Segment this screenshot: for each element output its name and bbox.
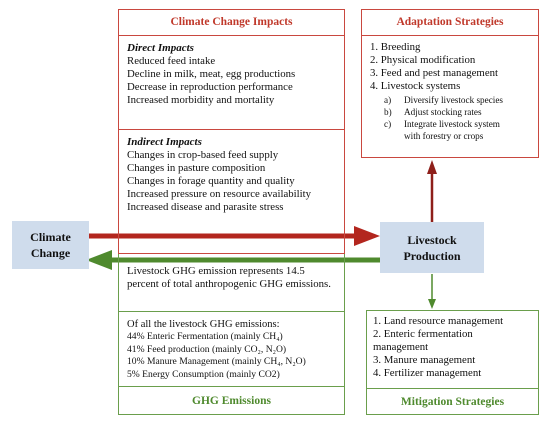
ghg-emissions-box: Livestock GHG emission represents 14.5 p… [118, 254, 345, 415]
livestock-node-line1: Livestock [407, 232, 457, 247]
sub-item-text: Integrate livestock system [404, 119, 500, 129]
adaptation-sub-item: a) Diversify livestock species [384, 94, 538, 106]
mitigation-title: Mitigation Strategies [400, 396, 505, 408]
arrow-livestock-to-climate-head [86, 250, 112, 270]
arrow-climate-to-livestock-head [354, 226, 380, 246]
mitigation-item: 3. Manure management [373, 354, 476, 366]
mitigation-item: 2. Enteric fermentation [373, 328, 473, 340]
ghg-breakdown-item: 44% Enteric Fermentation (mainly CH₄) [127, 331, 283, 342]
mitigation-list: 1. Land resource management 2. Enteric f… [367, 311, 538, 380]
mitigation-item: management [373, 341, 429, 353]
adaptation-item: 1. Breeding [370, 41, 421, 53]
ghg-statement-line: percent of total anthropogenic GHG emiss… [127, 278, 331, 290]
direct-impact-item: Decline in milk, meat, egg productions [127, 68, 296, 80]
sub-item-text: Adjust stocking rates [404, 107, 482, 117]
sub-item-marker: c) [384, 119, 392, 129]
direct-impacts-heading: Direct Impacts [127, 42, 194, 54]
mitigation-item: 1. Land resource management [373, 315, 504, 327]
mitigation-box: 1. Land resource management 2. Enteric f… [366, 310, 539, 415]
indirect-impact-item: Changes in forage quantity and quality [127, 175, 295, 187]
adaptation-title: Adaptation Strategies [396, 16, 504, 28]
ghg-statement: Livestock GHG emission represents 14.5 p… [119, 254, 344, 291]
climate-change-node: Climate Change [12, 221, 89, 269]
arrow-livestock-to-adaptation-head [427, 160, 437, 174]
direct-impact-item: Decrease in reproduction performance [127, 81, 293, 93]
adaptation-item: 2. Physical modification [370, 54, 476, 66]
ghg-breakdown-item: 5% Energy Consumption (mainly CO2) [127, 368, 280, 380]
adaptation-box: Adaptation Strategies 1. Breeding 2. Phy… [361, 9, 539, 158]
arrow-livestock-to-mitigation-head [428, 299, 436, 309]
adaptation-sub-item: b) Adjust stocking rates [384, 106, 538, 118]
ghg-statement-line: Livestock GHG emission represents 14.5 [127, 265, 305, 277]
mitigation-item: 4. Fertilizer management [373, 367, 482, 379]
ghg-title-section: GHG Emissions [119, 386, 344, 414]
sub-item-marker: a) [384, 95, 392, 105]
direct-impact-item: Reduced feed intake [127, 55, 216, 67]
ghg-breakdown-heading: Of all the livestock GHG emissions: [127, 319, 280, 330]
indirect-impact-item: Increased disease and parasite stress [127, 201, 284, 213]
sub-item-text: Diversify livestock species [404, 95, 503, 105]
direct-impacts-section: Direct Impacts Reduced feed intake Decli… [119, 35, 344, 107]
indirect-impacts-section: Indirect Impacts Changes in crop-based f… [119, 129, 344, 214]
adaptation-sub-item-cont: with forestry or crops [404, 131, 484, 141]
indirect-impacts-heading: Indirect Impacts [127, 136, 202, 148]
climate-node-line1: Climate [30, 230, 71, 244]
climate-impacts-box: Climate Change Impacts Direct Impacts Re… [118, 9, 345, 254]
ghg-breakdown-item: 41% Feed production (mainly CO₂, N₂O) [127, 343, 287, 355]
ghg-title: GHG Emissions [192, 394, 271, 407]
indirect-impact-item: Changes in pasture composition [127, 162, 266, 174]
adaptation-item: 4. Livestock systems [370, 80, 461, 92]
direct-impact-item: Increased morbidity and mortality [127, 94, 275, 106]
adaptation-sub-list: a) Diversify livestock species b) Adjust s… [370, 94, 538, 142]
livestock-node-line2: Production [403, 248, 461, 263]
ghg-breakdown-item: 10% Manure Management (mainly CH₄, N₂O) [127, 356, 306, 367]
indirect-impact-item: Increased pressure on resource availabil… [127, 188, 312, 200]
ghg-breakdown: Of all the livestock GHG emissions: 44% … [119, 311, 344, 381]
indirect-impact-item: Changes in crop-based feed supply [127, 149, 279, 161]
sub-item-marker: b) [384, 107, 392, 117]
climate-node-line2: Change [30, 246, 71, 260]
adaptation-sub-item: c) Integrate livestock system [384, 118, 538, 130]
livestock-production-node: Livestock Production [380, 222, 484, 273]
mitigation-title-section: Mitigation Strategies [367, 388, 538, 415]
adaptation-item: 3. Feed and pest management [370, 67, 499, 79]
climate-impacts-title: Climate Change Impacts [170, 16, 293, 28]
adaptation-list: 1. Breeding 2. Physical modification 3. … [362, 35, 538, 142]
